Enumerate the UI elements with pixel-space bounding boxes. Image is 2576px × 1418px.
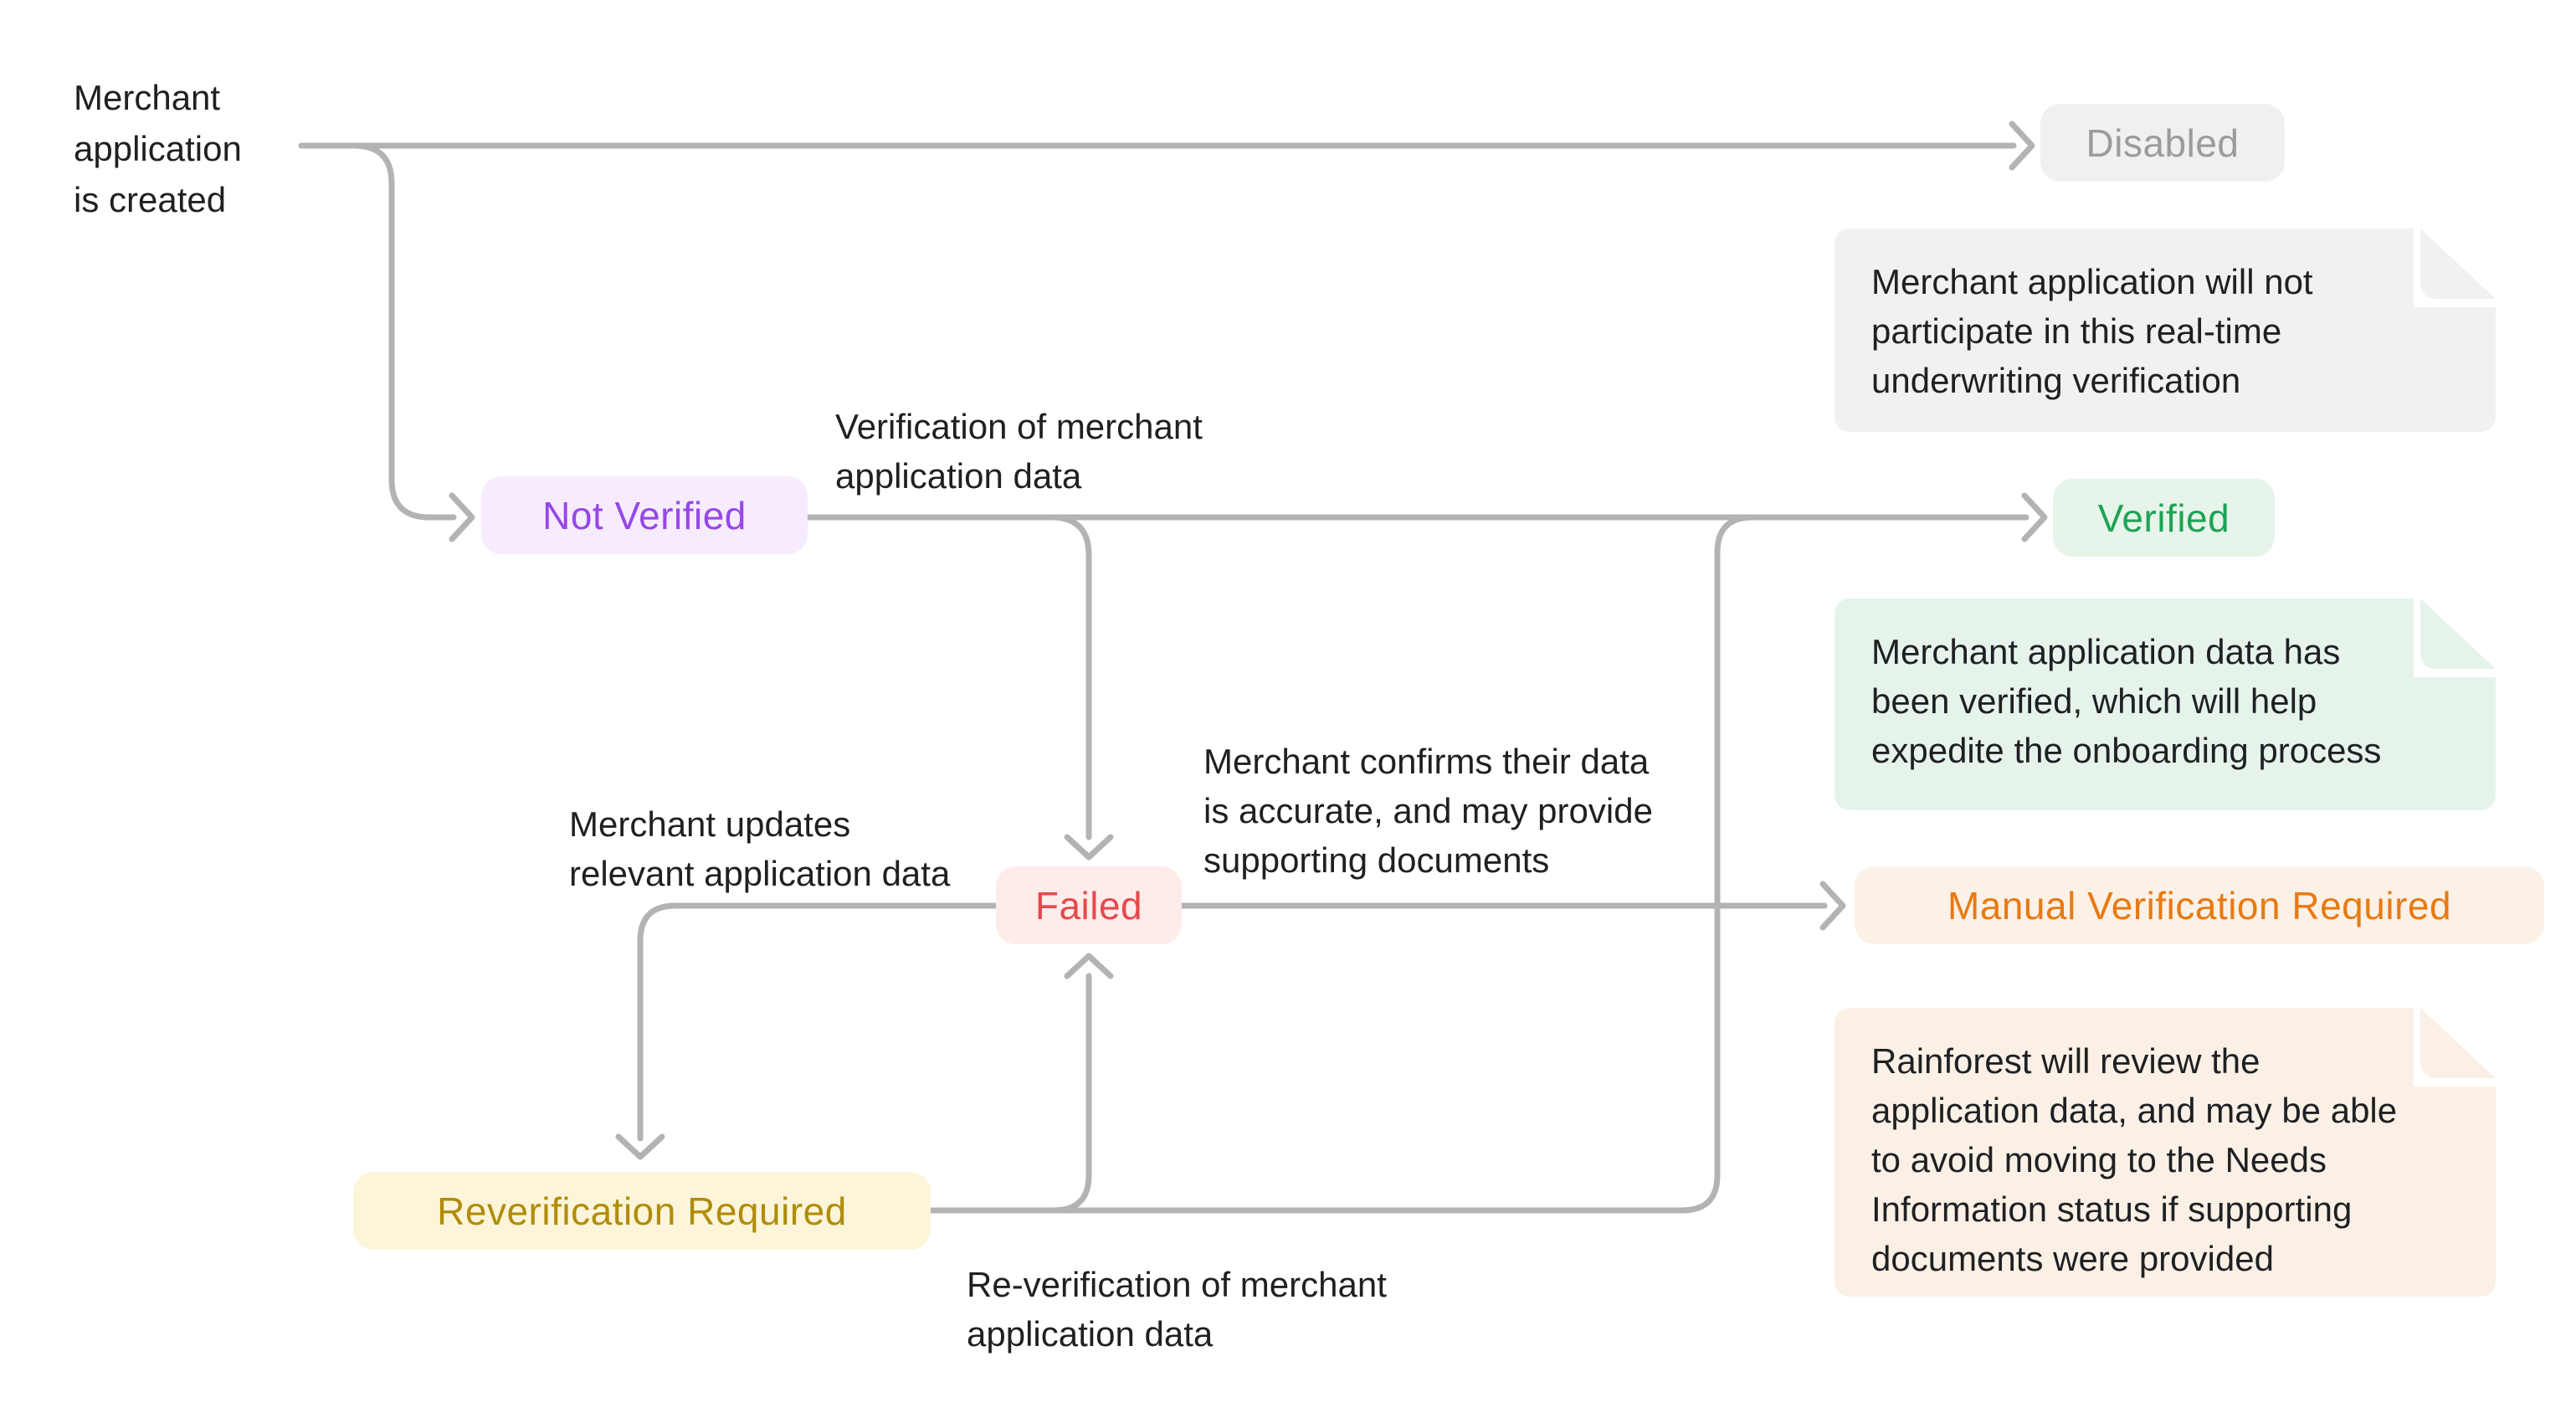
- note-background: [1835, 229, 2496, 432]
- edge-failed-to-manual-verification: [1178, 881, 1846, 931]
- start-label: Merchant application is created: [74, 72, 242, 225]
- note-verified: Merchant application data has been verif…: [1835, 599, 2496, 810]
- arrowhead-icon: [2021, 492, 2048, 542]
- arrowhead-icon: [449, 492, 475, 542]
- edge-label-verification: Verification of merchant application dat…: [835, 407, 1203, 496]
- edge-line: [1048, 514, 1092, 840]
- note-background: [1835, 1008, 2496, 1297]
- note-text: Rainforest will review the application d…: [1871, 1041, 2398, 1278]
- arrowhead-icon: [1064, 953, 1114, 979]
- node-verified: Verified: [2053, 479, 2275, 557]
- start-label-line: application: [74, 129, 242, 168]
- edge-reverification-to-verified: [926, 514, 1756, 1214]
- start-label-line: Merchant: [74, 78, 221, 117]
- node-disabled: Disabled: [2040, 104, 2285, 182]
- edge-created-to-disabled: [298, 121, 2035, 171]
- edge-line: [637, 902, 999, 1142]
- edge-label-merchant-confirms: Merchant confirms their data is accurate…: [1203, 742, 1653, 880]
- edge-not-verified-to-failed: [1048, 514, 1114, 861]
- note-manual-verification: Rainforest will review the application d…: [1835, 1008, 2496, 1297]
- edge-failed-to-reverification: [615, 902, 999, 1160]
- node-manual-verification-required: Manual Verification Required: [1855, 866, 2544, 944]
- edge-label-reverification: Re-verification of merchant application …: [967, 1265, 1387, 1354]
- edge-reverification-to-failed: [1050, 953, 1114, 1214]
- edge-line: [1050, 973, 1092, 1214]
- note-text: Merchant application will not participat…: [1871, 262, 2313, 400]
- node-reverification-required: Reverification Required: [353, 1172, 931, 1250]
- node-not-verified: Not Verified: [481, 476, 808, 554]
- note-disabled: Merchant application will not participat…: [1835, 229, 2496, 432]
- arrowhead-icon: [2009, 121, 2035, 171]
- edge-line: [926, 514, 1756, 1214]
- edge-created-to-not-verified: [351, 142, 475, 542]
- arrowhead-icon: [1819, 881, 1846, 931]
- note-text: Merchant application data has been verif…: [1871, 632, 2382, 770]
- edge-not-verified-to-verified: [804, 492, 2048, 542]
- node-failed: Failed: [996, 866, 1182, 944]
- arrowhead-icon: [1064, 834, 1114, 861]
- edge-line: [351, 142, 457, 521]
- note-background: [1835, 599, 2496, 810]
- start-label-line: is created: [74, 180, 227, 219]
- arrowhead-icon: [615, 1133, 665, 1160]
- edge-label-merchant-updates: Merchant updates relevant application da…: [569, 804, 951, 893]
